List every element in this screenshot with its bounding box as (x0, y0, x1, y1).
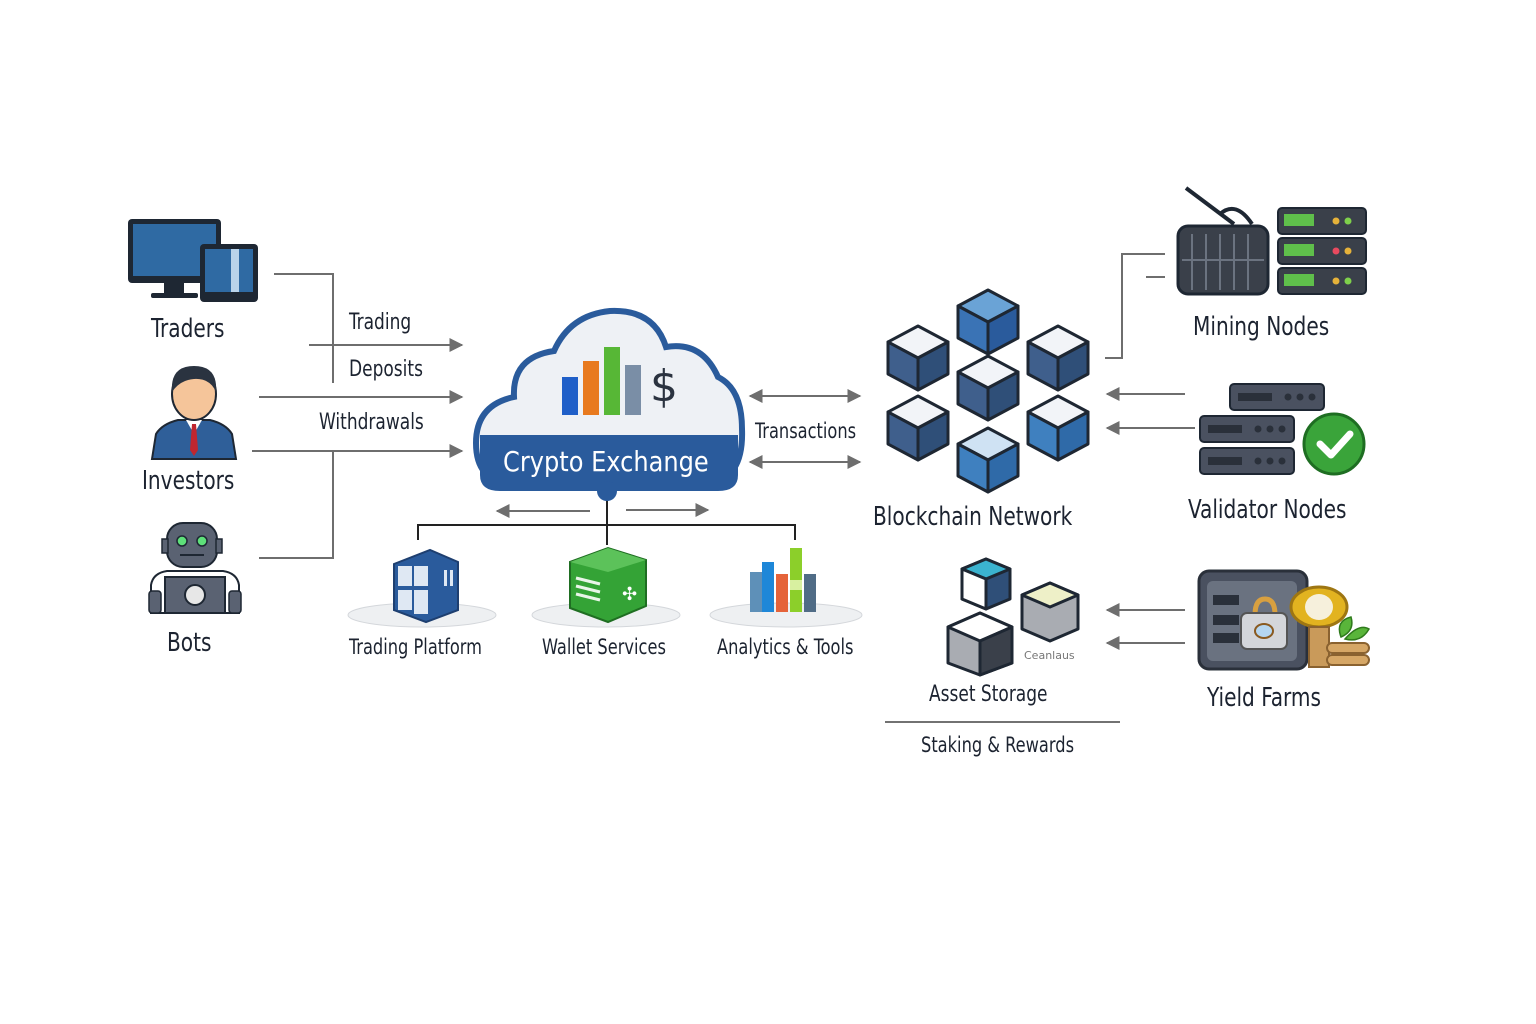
svg-text:✣: ✣ (622, 584, 637, 605)
blue-box-icon (347, 548, 497, 628)
mining-nodes-node[interactable] (1172, 186, 1372, 307)
validator-nodes-label: Validator Nodes (1188, 495, 1347, 525)
service-label-wallet-services: Wallet Services (542, 635, 666, 659)
yield-farms-node[interactable] (1195, 565, 1375, 680)
actor-label-investors: Investors (142, 466, 235, 496)
dollar-sign-icon: $ (650, 361, 678, 412)
exchange-bar-4 (625, 365, 641, 415)
transactions-label: Transactions (755, 419, 857, 443)
server-rack (1277, 207, 1367, 295)
computer-tablet-icon (128, 219, 258, 302)
validator-nodes-node[interactable] (1198, 382, 1370, 487)
investors-node (148, 362, 240, 465)
storage-cubes-icon (946, 557, 1080, 677)
analytics-bars-icon (709, 548, 863, 628)
green-wallet-icon: ✣ (531, 546, 681, 628)
service-label-trading-platform: Trading Platform (349, 635, 482, 659)
block-cube (1026, 324, 1090, 392)
actor-label-traders: Traders (151, 314, 225, 344)
cloud-icon (472, 307, 746, 501)
robot-icon (148, 522, 242, 614)
exchange-bar-3 (604, 347, 620, 415)
block-cube (956, 354, 1020, 422)
bots-connector (259, 451, 334, 559)
block-cube (1026, 394, 1090, 462)
traders-connector (274, 273, 334, 383)
asset-storage-label: Asset Storage (929, 682, 1048, 707)
traders-node (126, 217, 261, 310)
staking-rewards-label: Staking & Rewards (921, 733, 1075, 757)
service-trading-platform[interactable] (346, 540, 502, 635)
businessman-icon (150, 366, 238, 460)
exchange-title: Crypto Exchange (503, 445, 709, 478)
vault-coin-plant-icon (1197, 569, 1371, 671)
exchange-bar-2 (583, 361, 599, 415)
mining-rig-icon (1176, 186, 1367, 296)
crypto-exchange-node[interactable]: $ Crypto Exchange (470, 305, 748, 510)
validator-server-check-icon (1199, 383, 1366, 476)
flow-label-trading: Trading (349, 310, 412, 335)
exchange-bar-1 (562, 377, 578, 415)
block-cube (956, 288, 1020, 356)
blockchain-node[interactable] (880, 288, 1100, 503)
actor-label-bots: Bots (167, 628, 212, 658)
blockchain-label: Blockchain Network (873, 502, 1073, 532)
service-tree (417, 524, 796, 540)
service-label-analytics-tools: Analytics & Tools (717, 635, 854, 659)
mining-connector (1105, 253, 1165, 359)
flow-label-deposits: Deposits (349, 357, 423, 382)
cube-cluster-icon (886, 288, 1090, 494)
mining-nodes-label: Mining Nodes (1193, 312, 1330, 342)
service-wallet-services[interactable]: ✣ (528, 540, 684, 635)
block-cube (886, 394, 950, 462)
check-badge (1302, 412, 1366, 476)
flow-label-withdrawals: Withdrawals (319, 410, 424, 435)
yield-farms-label: Yield Farms (1207, 683, 1322, 713)
asset-storage-node[interactable]: Ceanlaus (940, 555, 1090, 684)
block-cube (886, 324, 950, 392)
service-analytics-tools[interactable] (706, 540, 866, 635)
storage-icon-caption: Ceanlaus (1024, 649, 1075, 662)
bots-node (145, 515, 245, 622)
block-cube (956, 426, 1020, 494)
